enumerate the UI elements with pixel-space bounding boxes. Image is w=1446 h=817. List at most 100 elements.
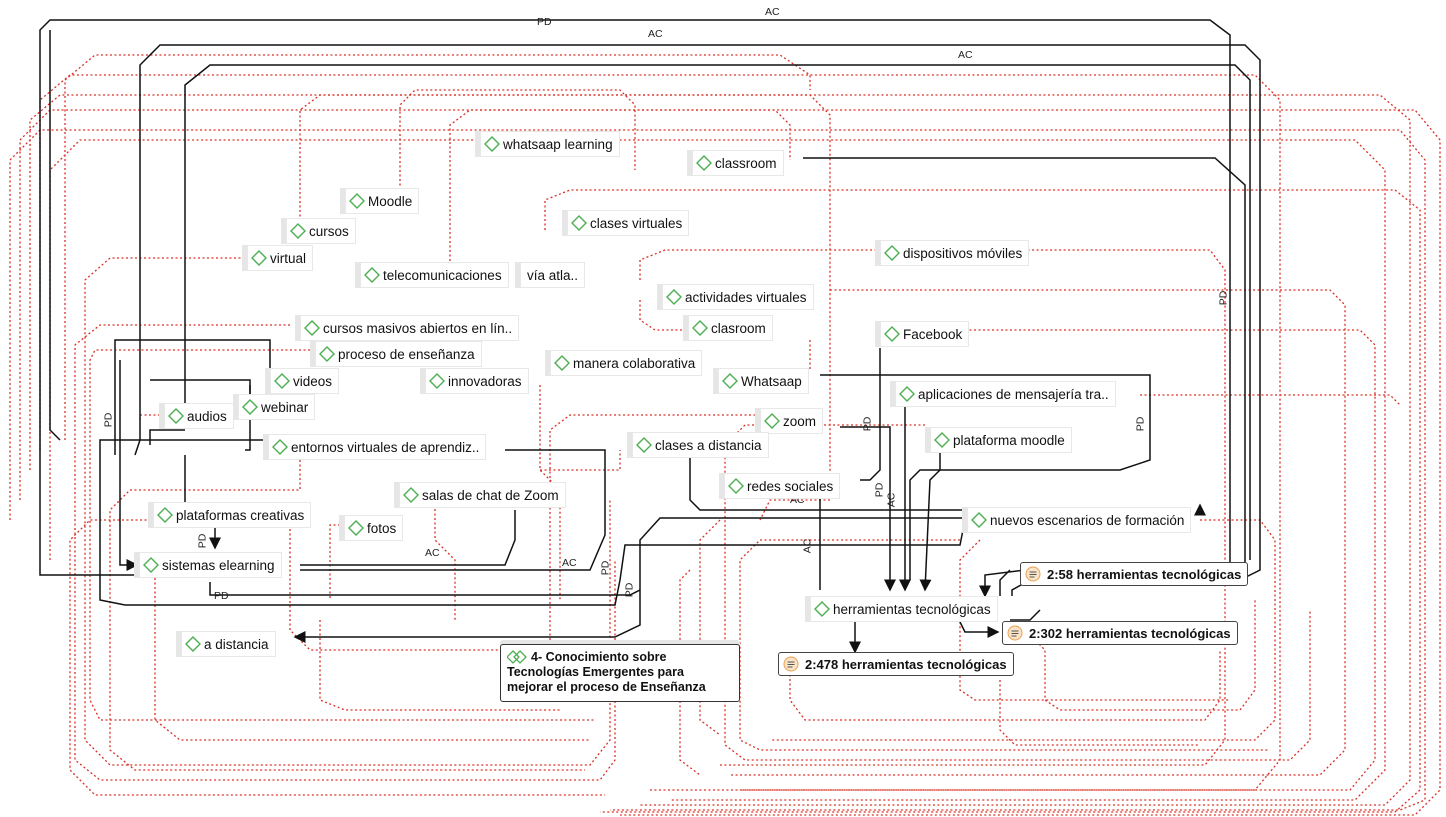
quotation-node[interactable]: 2:478 herramientas tecnológicas bbox=[778, 652, 1014, 676]
code-node[interactable]: fotos bbox=[344, 515, 404, 541]
group-title-line: Tecnologías Emergentes para bbox=[507, 665, 684, 679]
code-node[interactable]: clases virtuales bbox=[567, 210, 690, 236]
code-label: manera colaborativa bbox=[573, 355, 696, 371]
group-title-line: 4- Conocimiento sobre bbox=[531, 650, 667, 664]
code-label: entornos virtuales de aprendiz.. bbox=[291, 439, 480, 455]
relation-label-ac: AC bbox=[648, 28, 663, 40]
diamond-icon bbox=[157, 507, 173, 523]
code-node[interactable]: proceso de enseñanza bbox=[315, 341, 482, 367]
diamond-icon bbox=[484, 136, 500, 152]
code-label: actividades virtuales bbox=[685, 289, 807, 305]
code-node[interactable]: videos bbox=[270, 368, 340, 394]
diamond-icon bbox=[185, 636, 201, 652]
diamond-icon bbox=[290, 223, 306, 239]
code-label: virtual bbox=[270, 250, 307, 266]
code-label: herramientas tecnológicas bbox=[833, 601, 991, 617]
quotation-node[interactable]: 2:302 herramientas tecnológicas bbox=[1002, 621, 1238, 645]
code-node[interactable]: dispositivos móviles bbox=[880, 240, 1030, 266]
code-node[interactable]: cursos bbox=[286, 218, 356, 244]
code-node[interactable]: cursos masivos abiertos en lín.. bbox=[300, 315, 520, 341]
code-label: Facebook bbox=[903, 326, 963, 342]
code-label: audios bbox=[187, 408, 227, 424]
code-node[interactable]: whatsaap learning bbox=[480, 131, 620, 157]
code-node[interactable]: clases a distancia bbox=[632, 432, 769, 458]
code-node[interactable]: classroom bbox=[692, 150, 784, 176]
code-label: clases a distancia bbox=[655, 437, 762, 453]
code-node[interactable]: aplicaciones de mensajería tra.. bbox=[895, 381, 1116, 407]
code-node[interactable]: manera colaborativa bbox=[550, 350, 703, 376]
quotation-icon bbox=[783, 656, 799, 672]
code-label: whatsaap learning bbox=[503, 136, 613, 152]
quotation-label: 2:302 herramientas tecnológicas bbox=[1029, 625, 1231, 641]
code-label: webinar bbox=[261, 399, 309, 415]
code-node[interactable]: audios bbox=[164, 403, 234, 429]
code-label: videos bbox=[293, 373, 333, 389]
code-node[interactable]: actividades virtuales bbox=[662, 284, 814, 310]
relation-label-ac: AC bbox=[562, 557, 577, 569]
code-label: Whatsaap bbox=[741, 373, 802, 389]
code-node[interactable]: plataforma moodle bbox=[930, 427, 1072, 453]
diamond-icon bbox=[403, 487, 419, 503]
solid-links bbox=[39, 19, 1261, 654]
code-label: plataforma moodle bbox=[953, 432, 1065, 448]
code-node[interactable]: Facebook bbox=[880, 321, 970, 347]
code-group-node[interactable]: 4- Conocimiento sobre Tecnologías Emerge… bbox=[500, 644, 740, 702]
diamond-icon bbox=[571, 215, 587, 231]
code-node[interactable]: entornos virtuales de aprendiz.. bbox=[268, 434, 487, 460]
code-label: fotos bbox=[367, 520, 397, 536]
diamond-icon bbox=[364, 267, 380, 283]
relation-label-pd: PD bbox=[873, 482, 886, 498]
dotted-links bbox=[9, 54, 1441, 816]
diamond-icon bbox=[884, 326, 900, 342]
diamond-icon bbox=[814, 601, 830, 617]
quotation-label: 2:478 herramientas tecnológicas bbox=[805, 656, 1007, 672]
quotation-node[interactable]: 2:58 herramientas tecnológicas bbox=[1020, 562, 1249, 586]
code-node[interactable]: clasroom bbox=[688, 315, 773, 341]
code-label: dispositivos móviles bbox=[903, 245, 1023, 261]
relation-label-ac: AC bbox=[801, 538, 814, 554]
code-label: cursos masivos abiertos en lín.. bbox=[323, 320, 513, 336]
relation-label-pd: PD bbox=[623, 582, 636, 598]
code-node[interactable]: salas de chat de Zoom bbox=[399, 482, 566, 508]
code-label: clases virtuales bbox=[590, 215, 683, 231]
code-node[interactable]: Whatsaap bbox=[718, 368, 809, 394]
code-node[interactable]: Moodle bbox=[345, 188, 420, 214]
diamond-icon bbox=[884, 245, 900, 261]
code-label: sistemas elearning bbox=[162, 557, 275, 573]
diamond-icon bbox=[349, 193, 365, 209]
code-label: innovadoras bbox=[448, 373, 522, 389]
relation-label-pd: PD bbox=[1134, 416, 1147, 432]
code-label: salas de chat de Zoom bbox=[422, 487, 559, 503]
code-label: zoom bbox=[783, 413, 817, 429]
diamond-icon bbox=[251, 250, 267, 266]
group-title-line: mejorar el proceso de Enseñanza bbox=[507, 680, 706, 694]
quotation-icon bbox=[1025, 566, 1041, 582]
code-node[interactable]: herramientas tecnológicas bbox=[810, 596, 998, 622]
code-node[interactable]: plataformas creativas bbox=[153, 502, 312, 528]
code-label: classroom bbox=[715, 155, 777, 171]
code-label: cursos bbox=[309, 223, 349, 239]
quotation-label: 2:58 herramientas tecnológicas bbox=[1047, 566, 1242, 582]
code-node[interactable]: nuevos escenarios de formación bbox=[967, 507, 1192, 533]
code-label: aplicaciones de mensajería tra.. bbox=[918, 386, 1109, 402]
code-node[interactable]: sistemas elearning bbox=[139, 552, 282, 578]
code-node[interactable]: vía atla.. bbox=[520, 262, 586, 288]
diamond-icon bbox=[319, 346, 335, 362]
double-diamond-icon bbox=[507, 650, 527, 664]
diamond-icon bbox=[168, 408, 184, 424]
diamond-icon bbox=[274, 373, 290, 389]
code-node[interactable]: webinar bbox=[238, 394, 316, 420]
relation-label-pd: PD bbox=[599, 560, 612, 576]
code-node[interactable]: telecomunicaciones bbox=[360, 262, 509, 288]
code-node[interactable]: redes sociales bbox=[724, 473, 841, 499]
relation-label-pd: PD bbox=[1217, 290, 1230, 306]
code-node[interactable]: virtual bbox=[247, 245, 314, 271]
code-node[interactable]: zoom bbox=[760, 408, 824, 434]
relation-label-pd: PD bbox=[102, 412, 115, 428]
code-node[interactable]: a distancia bbox=[181, 631, 276, 657]
diamond-icon bbox=[554, 355, 570, 371]
code-node[interactable]: innovadoras bbox=[425, 368, 529, 394]
relation-label-pd: PD bbox=[214, 590, 229, 602]
code-label: plataformas creativas bbox=[176, 507, 305, 523]
